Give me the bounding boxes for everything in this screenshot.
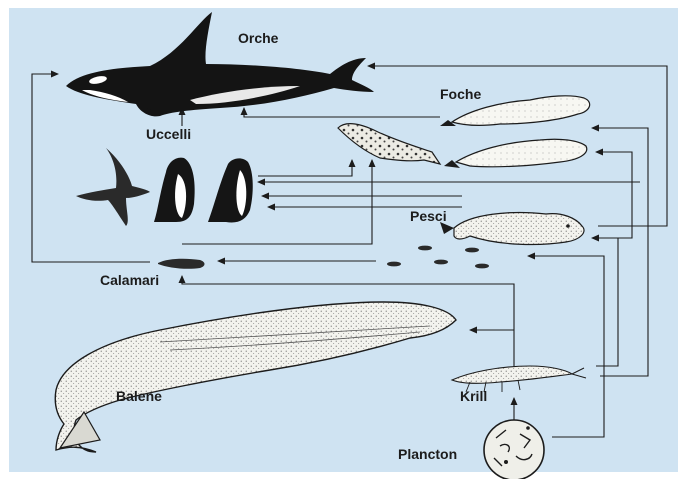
plankton-illustration bbox=[484, 420, 544, 479]
link-calamari-foche bbox=[182, 160, 372, 244]
calamari-label: Calamari bbox=[100, 272, 159, 288]
foche-label: Foche bbox=[440, 86, 481, 102]
bird-illustration bbox=[76, 148, 253, 226]
plancton-label: Plancton bbox=[398, 446, 457, 462]
orche-label: Orche bbox=[238, 30, 278, 46]
link-foche-orche bbox=[244, 108, 440, 117]
uccelli-label: Uccelli bbox=[146, 126, 191, 142]
seal-illustration bbox=[338, 96, 590, 168]
link-krill-pesci bbox=[592, 238, 618, 366]
balene-label: Balene bbox=[116, 388, 162, 404]
whale-illustration bbox=[55, 302, 456, 452]
pesci-label: Pesci bbox=[410, 208, 447, 224]
link-uccelli-foche bbox=[258, 160, 352, 176]
link-plancton-pesci bbox=[528, 256, 604, 437]
squid-illustration bbox=[158, 259, 205, 269]
link-krill-foche bbox=[592, 128, 648, 376]
link-pesci-foche bbox=[596, 152, 632, 238]
krill-label: Krill bbox=[460, 388, 487, 404]
orca-illustration bbox=[66, 12, 374, 116]
